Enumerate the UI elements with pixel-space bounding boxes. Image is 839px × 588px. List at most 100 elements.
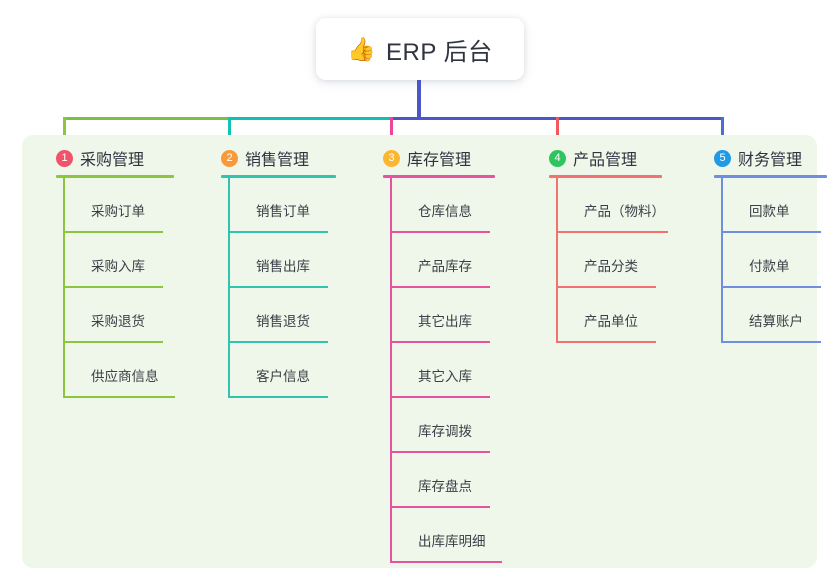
branch-item-rule [390,561,502,563]
branch-item-rule [228,231,328,233]
branch-item-label: 出库库明细 [418,534,486,549]
branch-item-rule [556,231,668,233]
branch-header-rule [549,175,662,178]
branch-item[interactable]: 采购订单 [63,178,203,233]
branch-item-list: 仓库信息产品库存其它出库其它入库库存调拨库存盘点出库库明细 [390,178,530,563]
branch-header[interactable]: 4 产品管理 [532,147,637,169]
branch-spine [390,177,392,562]
branch-index-badge: 4 [549,149,566,167]
branch-item[interactable]: 回款单 [721,178,839,233]
branch-item[interactable]: 出库库明细 [390,508,530,563]
bus-segment-1 [63,117,230,120]
branch-header-rule [714,175,827,178]
branch-item-label: 产品库存 [418,259,472,274]
branch-item-rule [721,231,821,233]
branch-index-badge: 1 [56,149,73,167]
branch-item[interactable]: 产品分类 [556,233,696,288]
branch-item-rule [390,231,490,233]
branch-item-rule [228,341,328,343]
branch-item-list: 采购订单采购入库采购退货供应商信息 [63,178,203,398]
branch-item-label: 其它出库 [418,314,472,329]
branch-item-rule [390,451,490,453]
branch-item[interactable]: 销售订单 [228,178,368,233]
branch-item-label: 销售订单 [256,204,310,219]
branch-column: 5 财务管理回款单付款单结算账户 [697,147,827,343]
branch-header[interactable]: 1 采购管理 [39,147,144,169]
branch-spine [556,177,558,342]
branch-item[interactable]: 销售出库 [228,233,368,288]
branch-item[interactable]: 销售退货 [228,288,368,343]
branch-item[interactable]: 产品单位 [556,288,696,343]
branch-item[interactable]: 客户信息 [228,343,368,398]
branch-item[interactable]: 库存调拨 [390,398,530,453]
branch-title: 销售管理 [245,152,310,169]
branch-item[interactable]: 其它入库 [390,343,530,398]
branch-item-list: 产品（物料） 产品分类产品单位 [556,178,696,343]
branch-item-rule [390,341,490,343]
bus-segment-2 [228,117,392,120]
branch-item-label: 采购订单 [91,204,145,219]
branch-item-label: 供应商信息 [91,369,159,384]
root-node-card[interactable]: 👍 ERP 后台 [316,18,524,80]
branch-item-label: 结算账户 [749,314,803,329]
branch-item-label: 付款单 [749,259,790,274]
branch-header[interactable]: 2 销售管理 [204,147,309,169]
branch-index-badge: 3 [383,149,400,167]
branch-header-rule [221,175,336,178]
branch-header-rule [383,175,495,178]
branch-item[interactable]: 其它出库 [390,288,530,343]
branch-item-rule [721,286,821,288]
branches-panel [22,135,817,568]
branch-item-label: 产品（物料） [584,204,665,219]
branch-title: 采购管理 [80,152,145,169]
branch-column: 4 产品管理产品（物料） 产品分类产品单位 [532,147,668,343]
root-node-title: ERP 后台 [386,38,493,66]
branch-column: 2 销售管理销售订单销售出库销售退货客户信息 [204,147,336,398]
branch-index-badge: 2 [221,149,238,167]
branch-spine [721,177,723,342]
branch-title: 产品管理 [573,152,638,169]
branch-item-rule [63,396,175,398]
branch-item-rule [721,341,821,343]
branch-title: 库存管理 [407,152,472,169]
branch-item-list: 回款单付款单结算账户 [721,178,839,343]
branch-header[interactable]: 3 库存管理 [366,147,471,169]
branch-item-rule [556,341,656,343]
branch-item-label: 采购入库 [91,259,145,274]
branch-item-label: 库存盘点 [418,479,472,494]
branch-item-label: 产品单位 [584,314,638,329]
branch-item-list: 销售订单销售出库销售退货客户信息 [228,178,368,398]
branch-item-label: 仓库信息 [418,204,472,219]
branch-item[interactable]: 采购退货 [63,288,203,343]
branch-index-badge: 5 [714,149,731,167]
branch-item-rule [63,341,163,343]
branch-column: 3 库存管理仓库信息产品库存其它出库其它入库库存调拨库存盘点出库库明细 [366,147,502,563]
branch-item[interactable]: 仓库信息 [390,178,530,233]
branch-item[interactable]: 产品库存 [390,233,530,288]
branch-item-label: 销售出库 [256,259,310,274]
branch-item-label: 回款单 [749,204,790,219]
branch-item[interactable]: 采购入库 [63,233,203,288]
branch-title: 财务管理 [738,152,803,169]
branch-item-label: 其它入库 [418,369,472,384]
branch-item-rule [390,286,490,288]
branch-item-label: 库存调拨 [418,424,472,439]
branch-item-label: 产品分类 [584,259,638,274]
branch-item[interactable]: 付款单 [721,233,839,288]
trunk-connector [417,80,421,120]
branch-item[interactable]: 产品（物料） [556,178,696,233]
branch-header[interactable]: 5 财务管理 [697,147,802,169]
branch-item[interactable]: 供应商信息 [63,343,203,398]
branch-item-label: 客户信息 [256,369,310,384]
branch-header-rule [56,175,174,178]
branch-item[interactable]: 库存盘点 [390,453,530,508]
branch-item-rule [228,396,328,398]
branch-item-label: 销售退货 [256,314,310,329]
branch-item-rule [63,286,163,288]
branch-item-rule [228,286,328,288]
branch-item-rule [556,286,656,288]
branch-item-rule [63,231,163,233]
branch-item[interactable]: 结算账户 [721,288,839,343]
